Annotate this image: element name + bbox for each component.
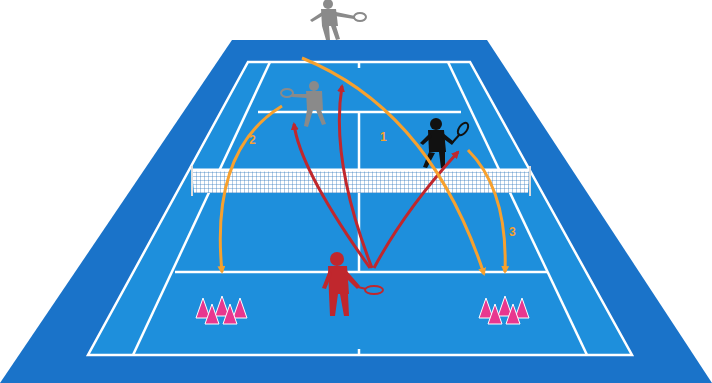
net [192, 170, 530, 193]
callout-number: 1 [380, 131, 387, 143]
net-band [192, 169, 530, 172]
player-far-left [281, 81, 326, 127]
court-surround [0, 40, 712, 383]
target-cones [196, 296, 529, 324]
player-far-server [310, 0, 366, 40]
net-post [191, 166, 193, 196]
callout-number: 3 [509, 226, 516, 238]
shot-arrow-orange [220, 58, 505, 274]
shot-arrow-red [294, 86, 458, 268]
callout-number: 2 [249, 134, 256, 146]
court-lines [88, 62, 632, 355]
net-post [529, 166, 531, 196]
player-volleyer [322, 252, 383, 316]
court-surface [88, 62, 632, 355]
